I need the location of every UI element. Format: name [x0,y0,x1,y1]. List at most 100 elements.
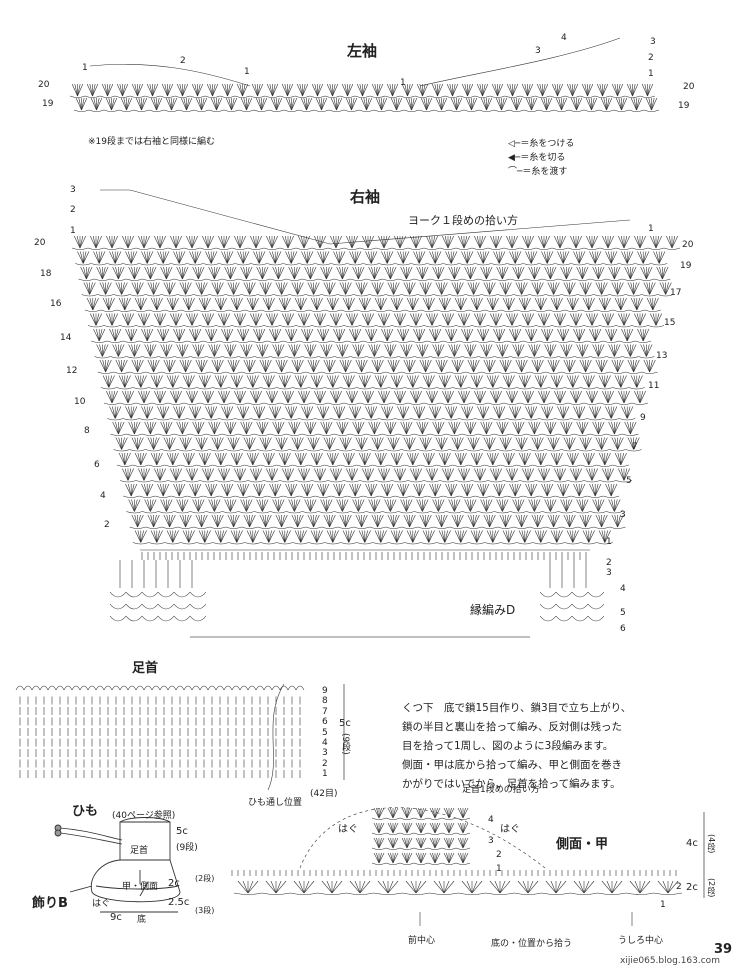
front-center-label: 前中心 [408,936,436,946]
rs-row-left-18: 18 [40,269,52,279]
decor-b-label: 飾りB [32,896,68,911]
rs-row-right-11: 11 [648,381,660,391]
shoe-sole-label: 底 [137,915,147,925]
ls-row-19-left: 19 [42,99,54,109]
source-site: xijie065.blog.163.com [620,956,720,966]
side-dim-2rows: (2段) [707,878,716,898]
back-center-label: うしろ中心 [618,936,664,946]
cord-reference: (40ページ参照) [112,811,176,821]
rs-row-right-13: 13 [656,351,668,361]
shoe-dim-9rows: (9段) [176,843,198,853]
ls-row-2r: 2 [648,53,654,63]
ankle-dim-5c: 5c [339,718,351,729]
rs-row-right-7: 7 [632,442,638,452]
left-sleeve-note: ※19段までは右袖と同様に編む [88,137,215,147]
ankle-row-5: 5 [322,727,328,738]
rs-row-right-17: 17 [670,288,682,298]
ankle-pickup-label: 足首1段めの拾い方 [462,785,540,795]
ls-row-20-right: 20 [683,82,695,92]
side-join-label-left: はぐ [338,824,358,835]
ls-row-20-left: 20 [38,80,50,90]
rs-row-left-10: 10 [74,397,86,407]
side-row-2-right: 2 [676,882,682,892]
rs-row-right-3: 3 [606,568,612,578]
ls-row-4: 4 [561,33,567,43]
instructions: くつ下 底で鎖15目作り、鎖3目で立ち上がり、 鎖の半目と裏山を拾って編み、反対… [402,680,742,794]
ls-row-3b: 3 [650,37,656,47]
ankle-row-3: 3 [322,748,328,759]
shoe-dim-5c: 5c [176,826,188,837]
rs-row-right-19: 19 [680,261,692,271]
ankle-stitch-count: (42目) [310,789,338,799]
side-join-label-right: はぐ [500,824,520,835]
ankle-pattern [15,683,305,791]
ankle-row-4: 4 [322,738,328,748]
sole-pickup-label: 底の・位置から拾う [491,939,573,949]
ls-row-19-right: 19 [678,101,690,111]
instructions-heading: くつ下 [402,702,434,714]
rs-row-right-15: 15 [664,318,676,328]
shoe-ankle-label: 足首 [130,846,149,856]
left-sleeve-pattern [69,37,660,112]
rs-row-right-5: 5 [626,476,632,486]
rs-row-left-12: 12 [66,366,78,376]
ankle-row-8: 8 [322,696,328,707]
shoe-dim-2c: 2c [168,878,180,889]
ls-row-1a: 1 [82,63,88,73]
side-row-1: 1 [496,864,502,874]
rs-row-right-3: 3 [620,510,626,520]
ankle-row-2: 2 [322,758,328,769]
side-row-2: 2 [496,850,502,860]
ls-row-1b: 1 [244,67,250,77]
cut-yarn-icon: ◀─ [508,153,521,163]
rs-row-right-1: 1 [648,224,654,234]
left-sleeve-title: 左袖 [347,42,378,60]
ls-row-2: 2 [180,56,186,66]
shoe-join-label: はぐ [92,899,111,909]
side-dim-4rows: (4段) [707,834,716,854]
yoke-pickup-label: ヨーク１段めの拾い方 [408,214,518,227]
shoe-dim-3rows: (3段) [195,906,215,915]
shoe-side-instep-label: 甲・側面 [122,882,159,892]
cord-position-label: ひも通し位置 [248,798,303,808]
carry-yarn-icon: ⌒─ [508,167,523,177]
ankle-row-1: 1 [322,769,328,780]
rs-row-right-2: 2 [606,558,612,568]
rs-row-right-9: 9 [640,413,646,423]
rs-row-left-6: 6 [94,460,100,470]
right-sleeve-title: 右袖 [350,188,381,206]
instructions-text: 底で鎖15目作り、鎖3目で立ち上がり、 鎖の半目と裏山を拾って編み、反対側は残っ… [402,702,632,790]
shoe-dim-2rows: (2段) [195,874,215,883]
shoe-dim-25c: 2.5c [168,897,190,908]
ls-row-1r: 1 [648,69,654,79]
side-row-3: 3 [488,836,494,846]
ankle-row-9: 9 [322,686,328,696]
edging-d-pattern [109,560,605,622]
rs-row-right-4: 4 [620,584,626,594]
legend-attach-yarn: ◁─＝糸をつける [508,139,575,149]
shoe-sketch [54,817,181,913]
rs-row-left-1: 1 [70,226,76,236]
legend-carry-yarn: ⌒─＝糸を渡す [508,167,568,177]
attach-yarn-icon: ◁─ [508,139,521,149]
rs-row-left-2: 2 [104,520,110,530]
shoe-dim-9c: 9c [110,912,122,923]
right-sleeve-pattern [71,189,681,560]
ankle-title: 足首 [132,661,159,676]
rs-row-right-1: 1 [606,537,612,547]
symbol-legend: ◁─＝糸をつける ◀─＝糸を切る ⌒─＝糸を渡す [508,137,574,179]
ls-row-3a: 3 [535,46,541,56]
edging-d-label: 縁編みD [470,603,516,617]
ankle-dim-rows: (9段) [340,733,350,755]
rs-row-left-3: 3 [70,185,76,195]
cord-label: ひも [72,804,99,819]
rs-row-left-16: 16 [50,299,62,309]
rs-row-left-8: 8 [84,426,90,436]
side-row-4: 4 [488,815,494,825]
rs-row-left-20: 20 [34,238,46,248]
legend-cut-yarn: ◀─＝糸を切る [508,153,566,163]
ankle-row-7: 7 [322,706,328,717]
ls-row-1c: 1 [400,78,406,88]
side-dim-4c: 4c [686,838,698,849]
